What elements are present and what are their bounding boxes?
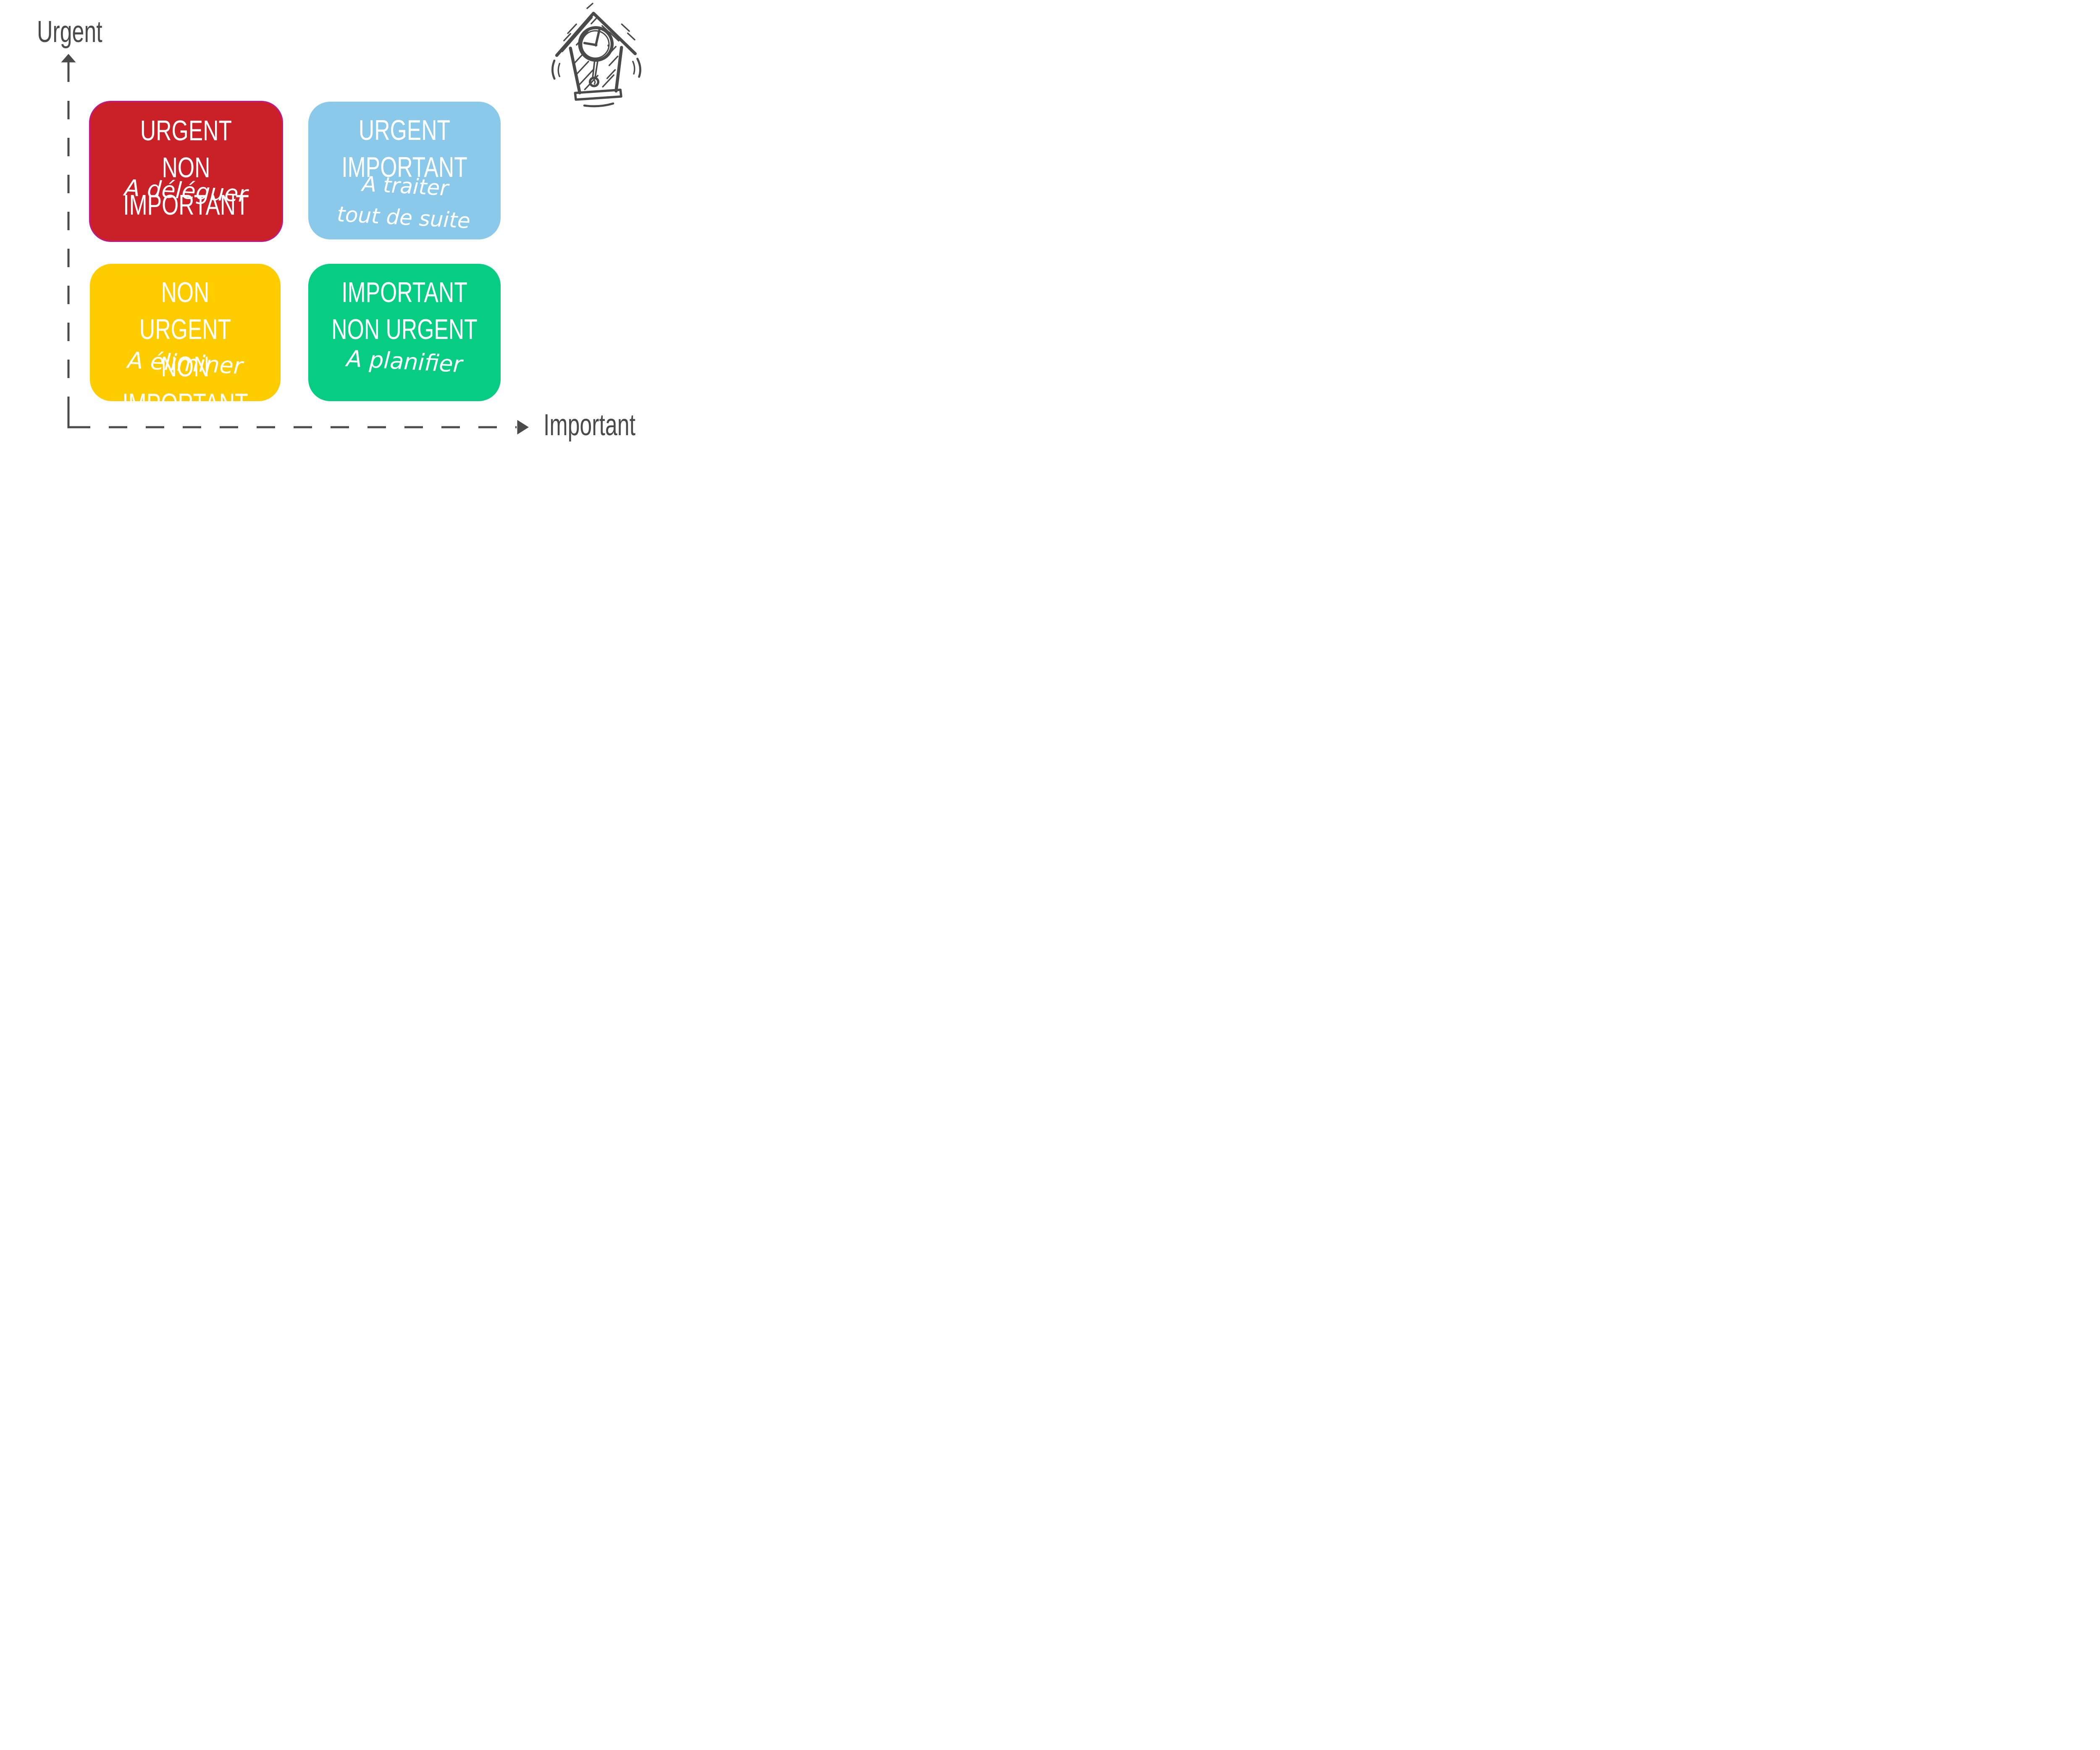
quadrant-title-line: URGENT bbox=[358, 114, 451, 146]
up-arrowhead-icon bbox=[61, 54, 76, 63]
quadrant-title-line: NON IMPORTANT bbox=[122, 350, 248, 420]
quadrant-title: NON URGENT NON IMPORTANT bbox=[113, 274, 257, 423]
x-axis-label: Important bbox=[543, 408, 635, 442]
quadrant-title: URGENT NON IMPORTANT bbox=[113, 112, 259, 223]
quadrant-title-line: IMPORTANT bbox=[341, 276, 467, 308]
eisenhower-matrix-diagram: Urgent Important URGENT NON IMPORTANT A … bbox=[0, 0, 649, 442]
cuckoo-clock-icon bbox=[551, 3, 641, 108]
quadrant-action: A planifier bbox=[308, 343, 501, 381]
quadrant-urgent-non-important: URGENT NON IMPORTANT A déléguer bbox=[89, 101, 283, 242]
quadrant-title: IMPORTANT NON URGENT bbox=[331, 274, 478, 348]
quadrant-title: URGENT IMPORTANT bbox=[331, 112, 478, 186]
y-axis-label: Urgent bbox=[37, 15, 102, 49]
quadrant-title-line: URGENT bbox=[140, 115, 232, 147]
quadrant-title-line: IMPORTANT bbox=[341, 151, 467, 184]
quadrant-important-non-urgent: IMPORTANT NON URGENT A planifier bbox=[308, 264, 501, 401]
quadrant-action-line: A planifier bbox=[346, 345, 463, 378]
quadrant-title-line: NON URGENT bbox=[331, 313, 478, 346]
quadrant-non-urgent-non-important: NON URGENT NON IMPORTANT A éliminer bbox=[90, 264, 281, 420]
right-arrowhead-icon bbox=[517, 420, 529, 435]
axes bbox=[61, 54, 529, 435]
quadrant-title-line: NON IMPORTANT bbox=[123, 152, 249, 221]
quadrant-action: A traiter tout de suite bbox=[307, 166, 502, 239]
quadrant-urgent-important: URGENT IMPORTANT A traiter tout de suite bbox=[308, 102, 501, 239]
quadrant-title-line: NON URGENT bbox=[139, 276, 231, 346]
